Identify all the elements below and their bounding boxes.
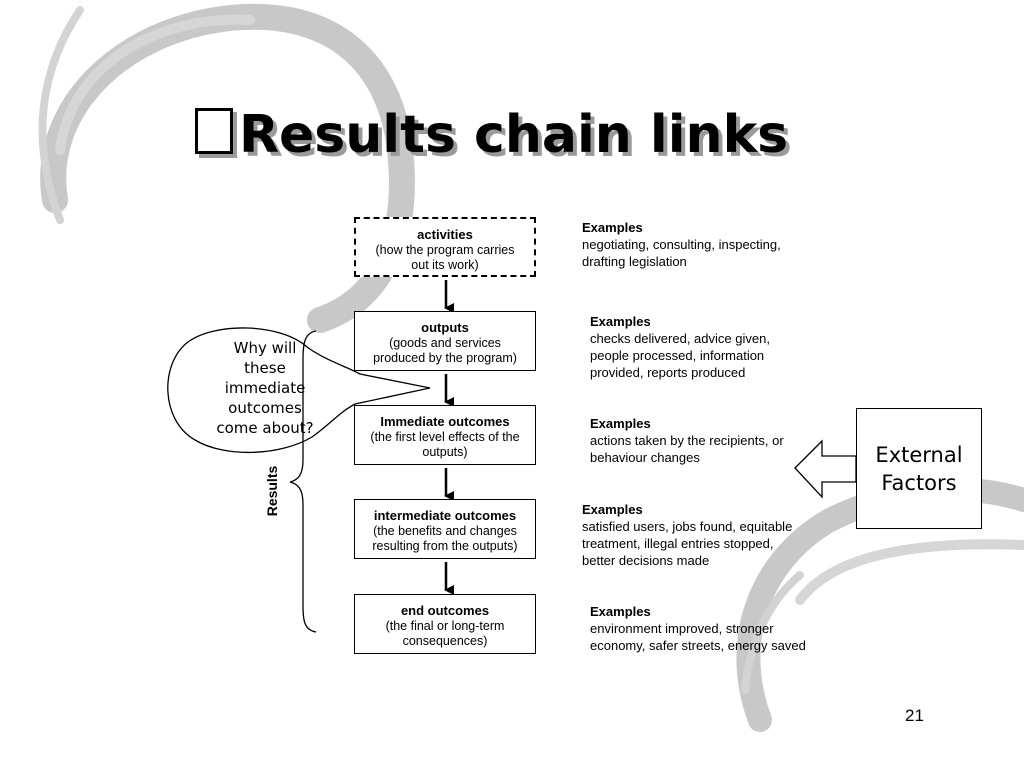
examples-end: Examples environment improved, stronger … bbox=[590, 603, 806, 654]
examples-text: satisfied users, jobs found, equitable t… bbox=[582, 519, 793, 568]
callout-bubble bbox=[167, 327, 431, 454]
activities-box: activities (how the program carries out … bbox=[354, 217, 536, 277]
examples-text: checks delivered, advice given, people p… bbox=[590, 331, 770, 380]
examples-label: Examples bbox=[590, 314, 651, 329]
box-desc: produced by the program) bbox=[373, 351, 517, 365]
immediate-outcomes-box: Immediate outcomes (the first level effe… bbox=[354, 405, 536, 465]
box-title: activities bbox=[417, 227, 473, 242]
external-factors-box: External Factors bbox=[856, 408, 982, 529]
examples-text: actions taken by the recipients, or beha… bbox=[590, 433, 784, 465]
examples-text: environment improved, stronger economy, … bbox=[590, 621, 806, 653]
examples-outputs: Examples checks delivered, advice given,… bbox=[590, 313, 770, 381]
box-desc: out its work) bbox=[411, 258, 479, 272]
box-title: Immediate outcomes bbox=[380, 414, 510, 429]
external-arrow-icon bbox=[794, 439, 857, 499]
examples-label: Examples bbox=[582, 502, 643, 517]
results-brace bbox=[289, 330, 317, 633]
box-title: outputs bbox=[421, 320, 469, 335]
box-desc: (the final or long-term bbox=[385, 618, 505, 633]
examples-activities: Examples negotiating, consulting, inspec… bbox=[582, 219, 781, 270]
box-title: end outcomes bbox=[400, 603, 490, 618]
box-desc: resulting from the outputs) bbox=[372, 539, 518, 553]
box-title: intermediate outcomes bbox=[373, 508, 517, 523]
external-factors-line1: External bbox=[875, 442, 963, 467]
examples-label: Examples bbox=[590, 416, 651, 431]
callout-text: Why will these immediate outcomes come a… bbox=[216, 339, 314, 437]
square-bullet-icon bbox=[195, 108, 233, 154]
examples-intermediate: Examples satisfied users, jobs found, eq… bbox=[582, 501, 792, 569]
outputs-box: outputs (goods and services produced by … bbox=[354, 311, 536, 371]
page-number: 21 bbox=[905, 706, 924, 725]
box-desc: (the first level effects of the bbox=[370, 429, 520, 444]
box-desc: (how the program carries bbox=[375, 242, 515, 257]
box-desc: outputs) bbox=[422, 445, 468, 459]
box-desc: (the benefits and changes bbox=[373, 523, 517, 538]
intermediate-outcomes-box: intermediate outcomes (the benefits and … bbox=[354, 499, 536, 559]
results-label: Results bbox=[264, 465, 280, 517]
box-desc: consequences) bbox=[402, 634, 488, 648]
page-title: Results chain links bbox=[195, 100, 835, 180]
end-outcomes-box: end outcomes (the final or long-term con… bbox=[354, 594, 536, 654]
examples-text: negotiating, consulting, inspecting, dra… bbox=[582, 237, 781, 269]
examples-label: Examples bbox=[582, 220, 643, 235]
title-text: Results chain links bbox=[239, 105, 789, 165]
examples-label: Examples bbox=[590, 604, 651, 619]
examples-immediate: Examples actions taken by the recipients… bbox=[590, 415, 784, 466]
box-desc: (goods and services bbox=[389, 335, 501, 350]
external-factors-line2: Factors bbox=[881, 470, 957, 495]
